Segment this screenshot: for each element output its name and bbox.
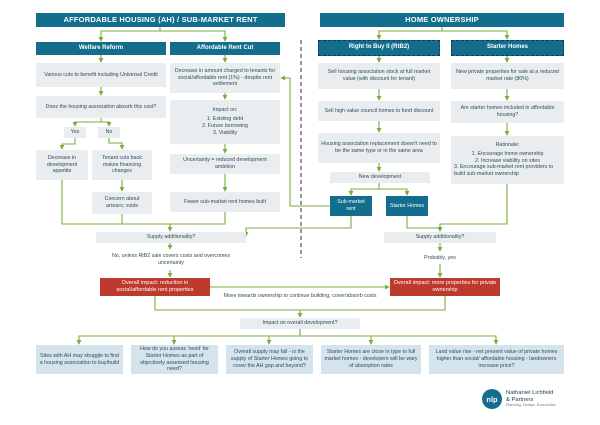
connector-8 — [59, 138, 76, 150]
move-towards-ownership-text: Move towards ownership to continue build… — [223, 292, 377, 299]
logo-name-line2: & Partners — [506, 396, 534, 403]
left-supply-question: Supply additionality? — [96, 232, 246, 243]
connector-1 — [160, 30, 228, 42]
connector-38 — [76, 329, 301, 345]
header-home-ownership: HOME OWNERSHIP — [320, 13, 564, 27]
rationale-item-ownership: 1. Encourage home ownership — [471, 150, 544, 157]
rationale-item-sub-market: 3. Encourage sub-market rent providers t… — [454, 164, 554, 178]
welfare-tenant-cuts: Tenant cuts back makes financing changes — [92, 150, 152, 180]
logo-tagline: Planning. Design. Economics. — [506, 403, 557, 408]
rent-cut-fewer-homes-box: Fewer sub-market rent homes built — [170, 192, 280, 212]
overall-impact-reduction: Overall impact: reduction in social/affo… — [100, 278, 210, 296]
overall-impact-more-private: Overall impact: more properties for priv… — [390, 278, 500, 296]
starter-new-private-box: New private properties for sale at a red… — [451, 63, 564, 89]
connector-3 — [442, 30, 510, 40]
connector-36 — [154, 296, 303, 318]
welfare-no-box: No — [98, 127, 120, 138]
connector-11 — [61, 180, 173, 232]
welfare-decrease-appetite: Decrease in development appetite — [36, 150, 88, 180]
right-supply-question: Supply additionality? — [384, 232, 496, 243]
connector-41 — [300, 335, 374, 345]
logo-name-line1: Nathaniel Lichfield — [506, 389, 554, 396]
starter-homes-title: Starter Homes — [451, 40, 564, 56]
connector-2 — [376, 27, 443, 40]
rent-cut-uncertainty-box: Uncertainty = reduced development ambiti… — [170, 154, 280, 174]
impact-item-future-borrowing: 2. Future borrowing — [202, 123, 248, 129]
bottom-box-close-in-type: Starter Homes are close in type to full … — [321, 345, 421, 374]
welfare-yes-box: Yes — [64, 127, 86, 138]
nlp-logo: nlp Nathaniel Lichfield & Partners Plann… — [482, 389, 556, 409]
bottom-box-overall-supply: Overall supply may fall - is the supply … — [226, 345, 313, 374]
rtb-sub-market-rent-box: Sub-market rent — [330, 196, 372, 216]
connector-25 — [243, 216, 352, 237]
connector-9 — [108, 138, 125, 150]
connector-17 — [170, 212, 226, 225]
connector-30 — [437, 184, 508, 232]
rent-cut-impact-box: Impact on: 1. Existing debt 2. Future bo… — [170, 100, 280, 144]
starter-rationale-box: Rationale: 1. Encourage home ownership 2… — [451, 136, 564, 184]
welfare-arrears-concern: Concern about arrears; voids — [92, 192, 152, 214]
connector-6 — [72, 118, 102, 127]
connector-23 — [379, 188, 410, 196]
bottom-box-land-value: Land value rise - net present value of p… — [429, 345, 564, 374]
right-supply-answer: Probably, yes — [424, 254, 456, 261]
affordable-rent-cut-title: Affordable Rent Cut — [170, 42, 280, 55]
impact-item-existing-debt: 1. Existing debt — [206, 116, 244, 123]
header-affordable-housing: AFFORDABLE HOUSING (AH) / SUB-MARKET REN… — [36, 13, 285, 27]
connector-24 — [280, 75, 330, 207]
rtb-new-development-box: New development — [330, 172, 430, 183]
rent-cut-decrease-box: Decrease in amount charged to tenants fo… — [170, 63, 280, 93]
connector-7 — [101, 121, 112, 127]
right-to-buy-title: Right to Buy II (RtB2) — [318, 40, 440, 56]
impact-item-viability: 3. Viability — [212, 129, 238, 136]
welfare-reform-title: Welfare Reform — [36, 42, 166, 55]
welfare-absorb-question: Does the housing association absorb this… — [36, 96, 166, 118]
nlp-logo-mark: nlp — [482, 389, 502, 409]
rtb-replacement-box: Housing association replacement doesn't … — [318, 133, 440, 163]
impact-overall-question: Impact on overall development? — [240, 318, 360, 329]
connector-37 — [300, 296, 446, 311]
connector-26 — [406, 216, 443, 232]
rationale-item-viability: 2. Increase viability on sites — [475, 157, 540, 164]
rtb-sell-stock-box: Sell housing association stock at full m… — [318, 63, 440, 89]
rtb-starter-homes-box: Starter Homes — [386, 196, 428, 216]
welfare-cuts-box: Various cuts to benefit including Univer… — [36, 63, 166, 87]
starter-included-question: Are starter homes included in affordable… — [451, 101, 564, 123]
connector-42 — [371, 335, 499, 345]
left-supply-answer: No, unless RtB2 sale covers costs and ov… — [111, 253, 231, 266]
rationale-label: Rationale: — [495, 142, 520, 149]
bottom-box-assess-need: How do you assess 'need' for Starter Hom… — [131, 345, 218, 374]
bottom-box-sites-with-ah: Sites with AH may struggle to find a hou… — [36, 345, 123, 374]
connector-22 — [348, 183, 380, 196]
impact-on-label: Impact on: — [212, 107, 238, 114]
rtb-sell-council-box: Sell high value council homes to fund di… — [318, 101, 440, 121]
connector-0 — [98, 27, 161, 42]
